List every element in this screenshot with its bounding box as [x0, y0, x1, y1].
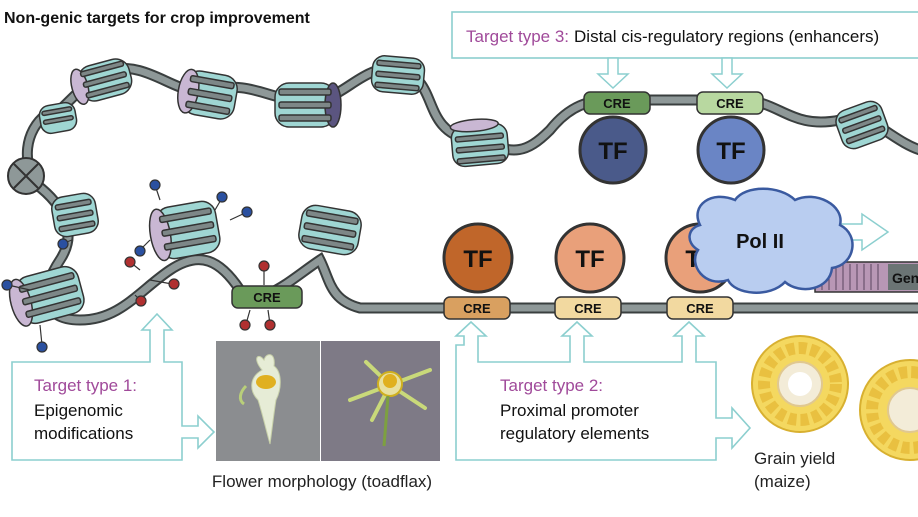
- nucleosome: [835, 100, 889, 150]
- target-type-3-description: Distal cis-regulatory regions (enhancers…: [574, 27, 879, 46]
- cre-element: CRE: [554, 296, 622, 320]
- target-type-2-desc-line2: regulatory elements: [500, 424, 649, 443]
- nucleosome: [8, 265, 85, 327]
- cre-label: CRE: [603, 96, 631, 111]
- grain-caption-line2: (maize): [754, 472, 811, 491]
- flower-photo-right: [321, 341, 440, 461]
- target-type-3-label: Target type 3:: [466, 27, 569, 46]
- nucleosome: [298, 204, 362, 256]
- target-type-1-desc-line1: Epigenomic: [34, 401, 123, 420]
- target-type-2-label: Target type 2:: [500, 376, 603, 395]
- tf-label: TF: [716, 138, 745, 165]
- tf-label: TF: [575, 246, 604, 273]
- target-type-1-label: Target type 1:: [34, 376, 137, 395]
- chromatin-end-cap: [7, 157, 45, 195]
- maize-cross-section: [859, 359, 918, 461]
- tf-label: TF: [598, 138, 627, 165]
- tf-circle: TF: [696, 115, 766, 185]
- cre-label: CRE: [253, 290, 281, 305]
- pol2-complex: Pol II: [688, 187, 854, 294]
- epigenetic-marks: [1, 179, 276, 353]
- target-type-1-desc-line2: modifications: [34, 424, 133, 443]
- nucleosome: [38, 101, 78, 135]
- flower-caption: Flower morphology (toadflax): [212, 472, 432, 491]
- tf-circle: TF: [578, 115, 648, 185]
- cre-label: CRE: [686, 301, 714, 316]
- flower-photo-left: [216, 341, 320, 461]
- grain-caption-line1: Grain yield: [754, 449, 835, 468]
- figure-title: Non-genic targets for crop improvement: [4, 10, 310, 27]
- bottom-dna-strand: [24, 174, 918, 326]
- tf-circle: TF: [442, 222, 514, 294]
- nucleosome: [177, 68, 238, 120]
- tf-label: TF: [463, 246, 492, 273]
- maize-cross-section: [751, 335, 849, 433]
- cre-element: CRE: [696, 91, 764, 115]
- target-type-3-text: Target type 3: Distal cis-regulatory regi…: [466, 27, 879, 46]
- nucleosome: [370, 55, 426, 95]
- nucleosome: [70, 58, 133, 105]
- cre-element: CRE: [443, 296, 511, 320]
- nucleosome: [274, 82, 342, 128]
- gene-label: Gene: [892, 270, 918, 286]
- target-type-2-desc-line1: Proximal promoter: [500, 401, 639, 420]
- nucleosome: [148, 200, 221, 262]
- cre-label: CRE: [716, 96, 744, 111]
- target-type-1-box: [11, 312, 216, 461]
- nucleosome: [51, 192, 99, 238]
- target-type-2-box: [453, 320, 752, 461]
- cre-label: CRE: [574, 301, 602, 316]
- target-type-3-box: [451, 11, 918, 90]
- cre-element: CRE: [231, 285, 303, 309]
- cre-label: CRE: [463, 301, 491, 316]
- nucleosome: [449, 118, 510, 168]
- cre-element: CRE: [666, 296, 734, 320]
- cre-element: CRE: [583, 91, 651, 115]
- tf-circle: TF: [554, 222, 626, 294]
- pol2-label: Pol II: [736, 231, 784, 253]
